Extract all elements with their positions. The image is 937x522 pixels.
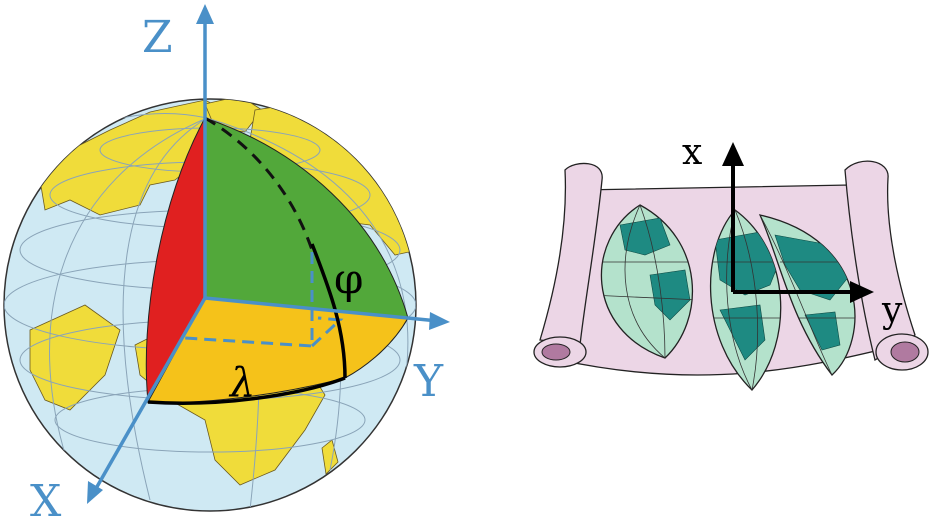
map-x-arrowhead	[722, 142, 744, 166]
latitude-symbol: φ	[334, 254, 363, 303]
globe-axes	[87, 4, 450, 504]
scroll-left-roll-hole	[541, 343, 571, 361]
map-axis-y-label: y	[881, 290, 903, 331]
map-axis-x-label: x	[682, 132, 702, 173]
south-america-landmass	[29, 304, 121, 411]
scroll-left-roll	[539, 162, 603, 346]
octant-wedge	[204, 117, 409, 319]
projection-dashed-lines	[184, 252, 344, 348]
scroll-right-roll-hole	[890, 341, 920, 363]
longitude-arc	[147, 376, 346, 405]
axis-y-label: Y	[413, 356, 444, 407]
globe-figure: Z Y X φ λ	[3, 4, 450, 522]
scroll-right-roll	[844, 160, 916, 362]
z-arrowhead	[196, 4, 214, 24]
y-arrowhead	[429, 312, 450, 330]
x-arrowhead	[87, 481, 103, 504]
latitude-dashed-arc	[204, 116, 314, 251]
axis-z-label: Z	[142, 12, 173, 63]
longitude-symbol: λ	[228, 360, 255, 406]
map-axes	[722, 142, 874, 303]
map-lobe-2	[709, 209, 782, 391]
map-lobe-1	[600, 204, 693, 359]
axis-x-label: X	[30, 476, 62, 522]
map-figure: x y	[533, 132, 929, 391]
map-y-arrowhead	[850, 281, 874, 303]
meridian-plane	[145, 117, 206, 404]
